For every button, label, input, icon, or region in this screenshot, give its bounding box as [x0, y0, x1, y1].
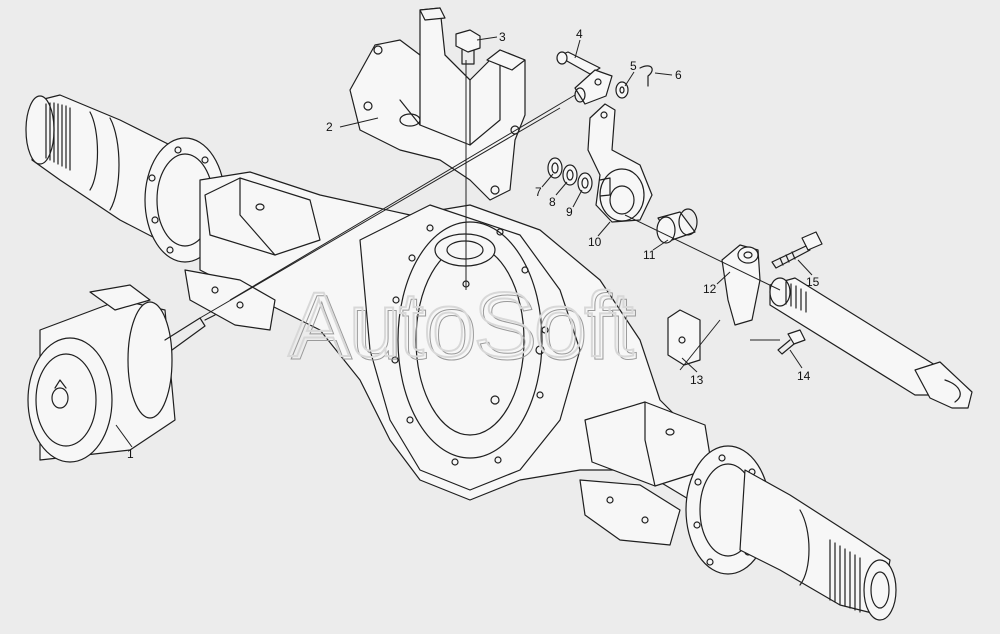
watermark-outline: AutoSoft [291, 277, 636, 379]
callout-leaders [115, 36, 813, 448]
slack-adjuster [587, 103, 653, 223]
camshaft-bracket [721, 244, 761, 326]
callout-14: 14 [797, 369, 811, 383]
callout-12: 12 [703, 282, 717, 296]
support-plate [667, 309, 701, 366]
callout-13: 13 [690, 373, 704, 387]
brake-bracket [349, 7, 526, 201]
callout-7: 7 [535, 185, 542, 199]
watermark: AutoSoft [288, 274, 633, 376]
callout-11: 11 [643, 248, 656, 262]
callout-10: 10 [588, 235, 602, 249]
clevis-pin [556, 51, 601, 75]
bolt [455, 29, 481, 65]
callout-4: 4 [576, 27, 583, 41]
bushing [656, 208, 698, 244]
callout-5: 5 [630, 59, 637, 73]
alignment-lines [199, 60, 781, 371]
callout-2: 2 [326, 120, 333, 134]
callout-6: 6 [675, 68, 682, 82]
callout-1: 1 [127, 447, 134, 461]
clevis [574, 69, 613, 105]
left-axle-spindle [25, 94, 226, 263]
bolt-long [771, 231, 823, 269]
brake-chamber [27, 284, 216, 463]
right-axle-spindle [685, 445, 897, 621]
callout-3: 3 [499, 30, 506, 44]
seal-rings [547, 157, 593, 194]
callout-15: 15 [806, 275, 820, 289]
bolt-short [777, 329, 806, 355]
s-camshaft [769, 277, 973, 409]
axle-housing [184, 171, 721, 546]
callout-8: 8 [549, 195, 556, 209]
cotter-pin [639, 65, 653, 87]
callout-9: 9 [566, 205, 573, 219]
